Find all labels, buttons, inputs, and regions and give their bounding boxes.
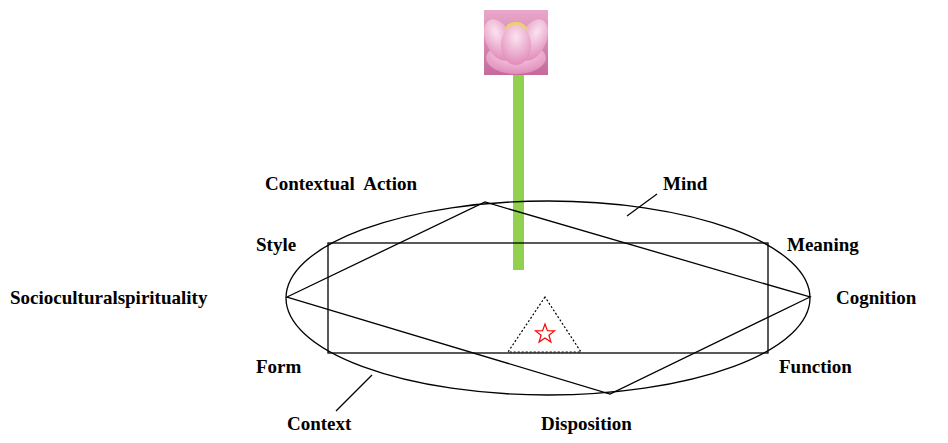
leader-line xyxy=(627,194,657,216)
axis-label: Style xyxy=(256,234,296,256)
axis-label: Contextual Action xyxy=(265,173,417,195)
axis-label: Disposition xyxy=(541,413,632,435)
star-symbol xyxy=(536,324,555,342)
axis-label: Context xyxy=(287,413,351,435)
axis-label: Meaning xyxy=(787,234,859,256)
axis-label: Cognition xyxy=(836,287,916,309)
inner-rectangle xyxy=(328,243,768,353)
axis-label: Form xyxy=(256,356,301,378)
axis-label: Mind xyxy=(663,173,707,195)
axis-label: Socioculturalspirituality xyxy=(10,287,207,309)
outer-ellipse xyxy=(286,201,810,395)
dotted-triangle xyxy=(508,297,581,352)
axis-label: Function xyxy=(779,356,852,378)
stem-bar xyxy=(513,75,524,270)
lotus-picture xyxy=(478,10,554,75)
inner-quadrilateral xyxy=(287,202,810,394)
leader-line xyxy=(336,375,372,411)
